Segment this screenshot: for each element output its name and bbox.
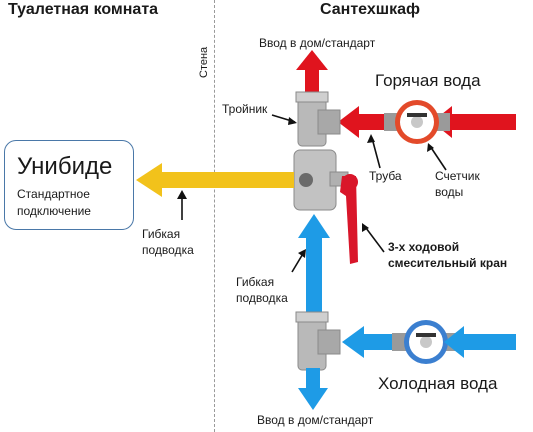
- unibidet-box: Унибиде Стандартное подключение: [4, 140, 134, 230]
- unibidet-subtitle-2: подключение: [17, 204, 91, 218]
- hose-mid-label-1: Гибкая: [236, 275, 275, 289]
- pipe-pointer: [371, 137, 381, 169]
- hose-left-label-2: подводка: [142, 243, 194, 257]
- hot-pipe-arrow: [338, 106, 387, 138]
- pipe-label: Труба: [369, 169, 402, 183]
- valve-label-1: 3-х ходовой: [388, 240, 460, 254]
- cold-pipe-arrow: [342, 326, 394, 358]
- cold-water-arrow: [444, 326, 516, 358]
- meter-label-1: Счетчик: [435, 169, 480, 183]
- tee-fitting-top: [295, 91, 341, 147]
- meter-label-2: воды: [435, 185, 464, 199]
- pointer-heads: [177, 117, 434, 258]
- cold-supply-arrow-up: [298, 214, 330, 314]
- heading-toilet-room: Туалетная комната: [8, 1, 159, 18]
- hot-water-meter: [384, 100, 450, 144]
- hose-mid-label-2: подводка: [236, 291, 288, 305]
- hose-left-label-1: Гибкая: [142, 227, 181, 241]
- wall-line: [214, 0, 215, 432]
- valve-pointer: [365, 227, 385, 253]
- hot-water-label: Горячая вода: [375, 71, 481, 90]
- mixed-water-arrow: [136, 163, 294, 197]
- cold-water-label: Холодная вода: [378, 374, 498, 393]
- hot-inlet-arrow-up: [296, 50, 328, 98]
- tee-fitting-bottom: [295, 311, 341, 371]
- valve-label-2: смесительный кран: [388, 256, 508, 270]
- tee-label: Тройник: [222, 102, 268, 116]
- unibidet-title: Унибиде: [17, 153, 113, 180]
- cold-inlet-arrow-down: [298, 368, 328, 410]
- inlet-bottom-label: Ввод в дом/стандарт: [257, 413, 374, 427]
- mixing-valve: [293, 149, 358, 264]
- heading-plumbing-cabinet: Сантехшкаф: [320, 1, 420, 18]
- meter-pointer: [429, 145, 447, 171]
- inlet-top-label: Ввод в дом/стандарт: [259, 36, 376, 50]
- unibidet-subtitle-1: Стандартное: [17, 187, 90, 201]
